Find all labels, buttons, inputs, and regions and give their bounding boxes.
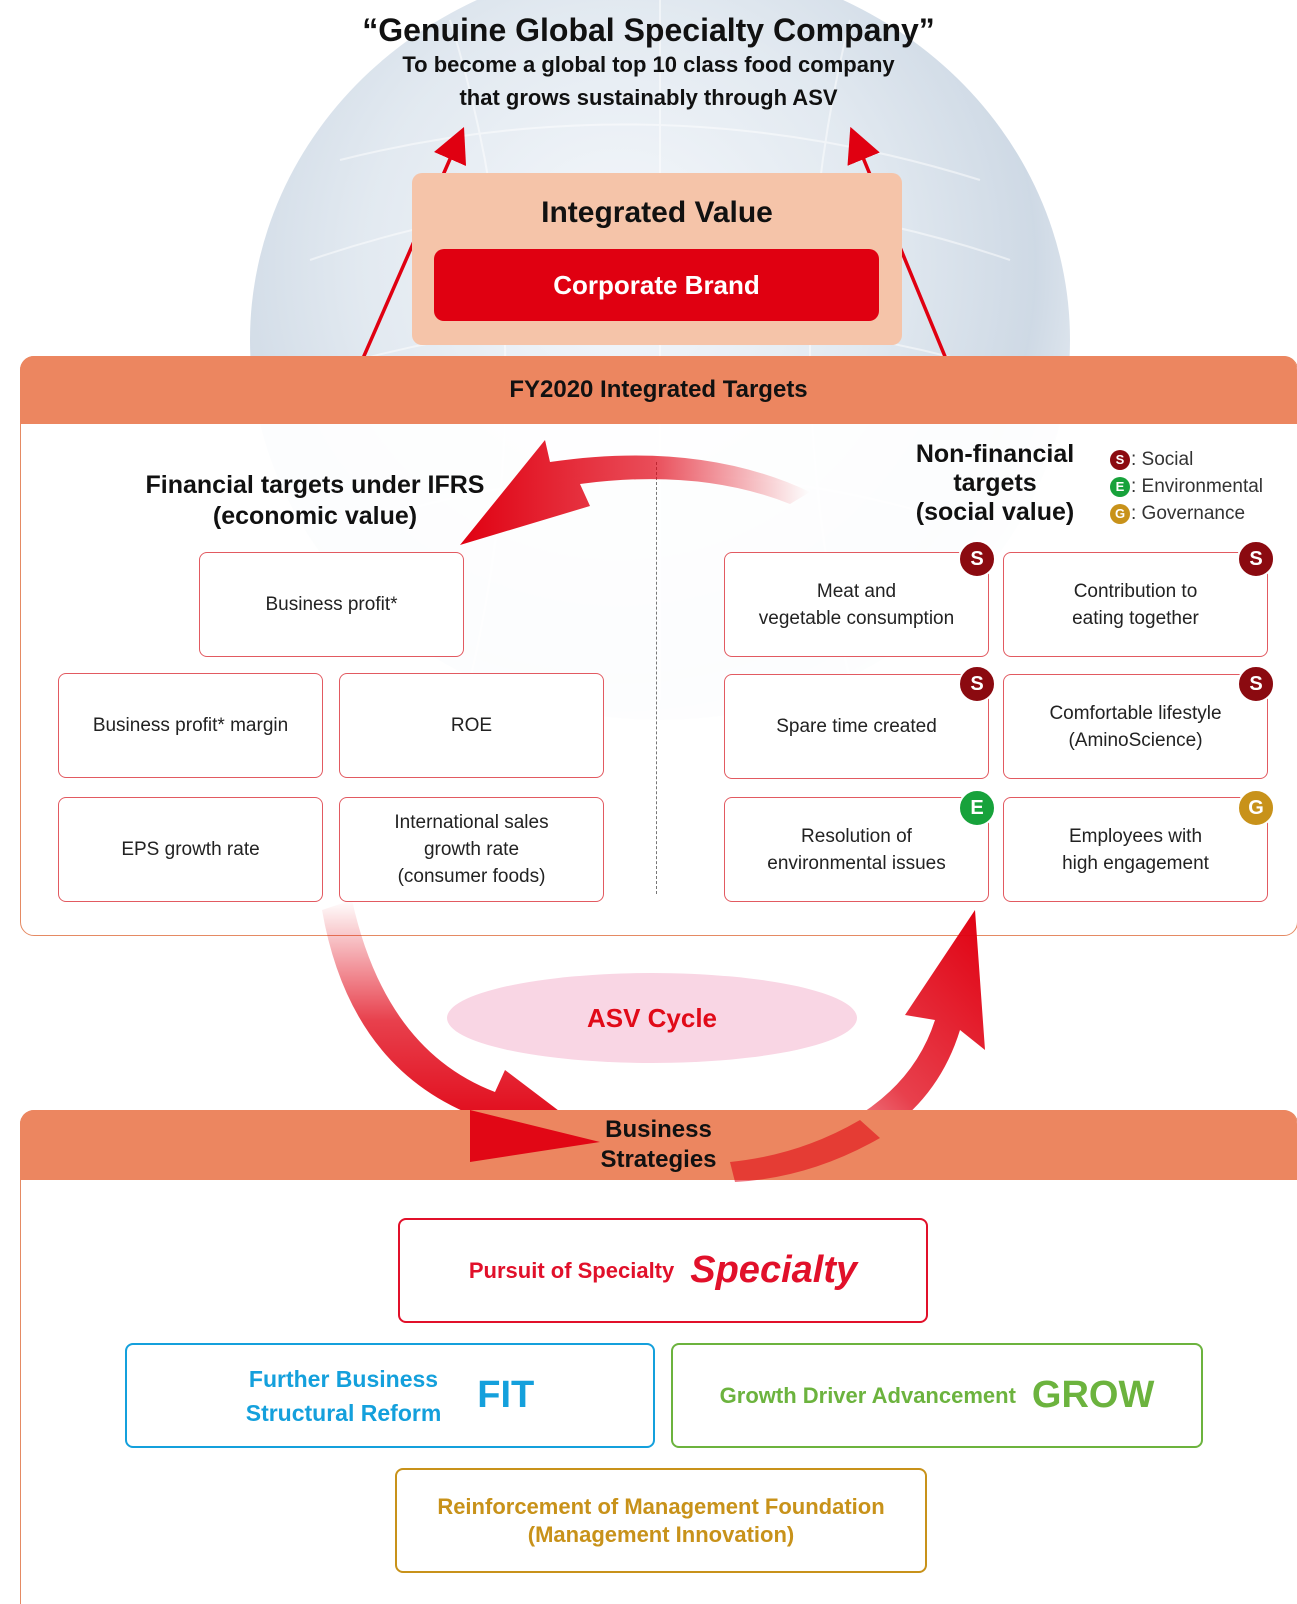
legend-social: S: Social	[1110, 446, 1263, 473]
corporate-brand-box: Corporate Brand	[434, 249, 879, 321]
bottom-left-arrowhead	[470, 1110, 600, 1162]
top-cycle-arrow	[460, 440, 810, 545]
social-badge-icon: S	[1237, 665, 1275, 703]
target-card-comfortable-lifestyle: Comfortable lifestyle(AminoScience)	[1003, 674, 1268, 779]
environmental-badge-icon: E	[1110, 476, 1130, 497]
business-strategies-header: Business Strategies	[20, 1110, 1297, 1180]
bottom-left-cycle-arrow	[322, 900, 600, 1142]
target-card-business-profit-margin: Business profit* margin	[58, 673, 323, 778]
vision-subtitle-line1: To become a global top 10 class food com…	[402, 52, 895, 77]
target-card-international-sales: International sales growth rate (consume…	[339, 797, 604, 902]
social-badge-icon: S	[1237, 540, 1275, 578]
governance-badge-icon: G	[1237, 789, 1275, 827]
vision-title: “Genuine Global Specialty Company”	[362, 12, 935, 48]
social-badge-icon: S	[1110, 449, 1130, 470]
non-financial-targets-title: Non-financial targets (social value)	[915, 440, 1075, 526]
legend-governance: G: Governance	[1110, 500, 1263, 527]
social-badge-icon: S	[958, 540, 996, 578]
governance-badge-icon: G	[1110, 503, 1130, 524]
integrated-value-title: Integrated Value	[541, 196, 773, 229]
social-badge-icon: S	[958, 665, 996, 703]
strategy-fit: Further Business Structural Reform FIT	[125, 1343, 655, 1448]
cycle-arrowheads-overlay	[470, 1110, 880, 1182]
target-card-business-profit: Business profit*	[199, 552, 464, 657]
strategy-management-foundation: Reinforcement of Management Foundation (…	[395, 1468, 927, 1573]
strategy-grow: Growth Driver Advancement GROW	[671, 1343, 1203, 1448]
esg-legend: S: Social E: Environmental G: Governance	[1110, 446, 1263, 527]
target-card-roe: ROE	[339, 673, 604, 778]
target-card-eps-growth: EPS growth rate	[58, 797, 323, 902]
legend-environmental: E: Environmental	[1110, 473, 1263, 500]
target-card-spare-time: Spare time created	[724, 674, 989, 779]
targets-divider	[656, 462, 657, 894]
vision-subtitle-line2: that grows sustainably through ASV	[459, 85, 838, 110]
integrated-targets-header: FY2020 Integrated Targets	[20, 356, 1297, 424]
financial-targets-title: Financial targets under IFRS (economic v…	[145, 471, 485, 530]
strategy-specialty: Pursuit of Specialty Specialty	[398, 1218, 928, 1323]
asv-cycle-label: ASV Cycle	[447, 973, 857, 1063]
bottom-right-arrow-tail	[730, 1120, 880, 1182]
environmental-badge-icon: E	[958, 789, 996, 827]
